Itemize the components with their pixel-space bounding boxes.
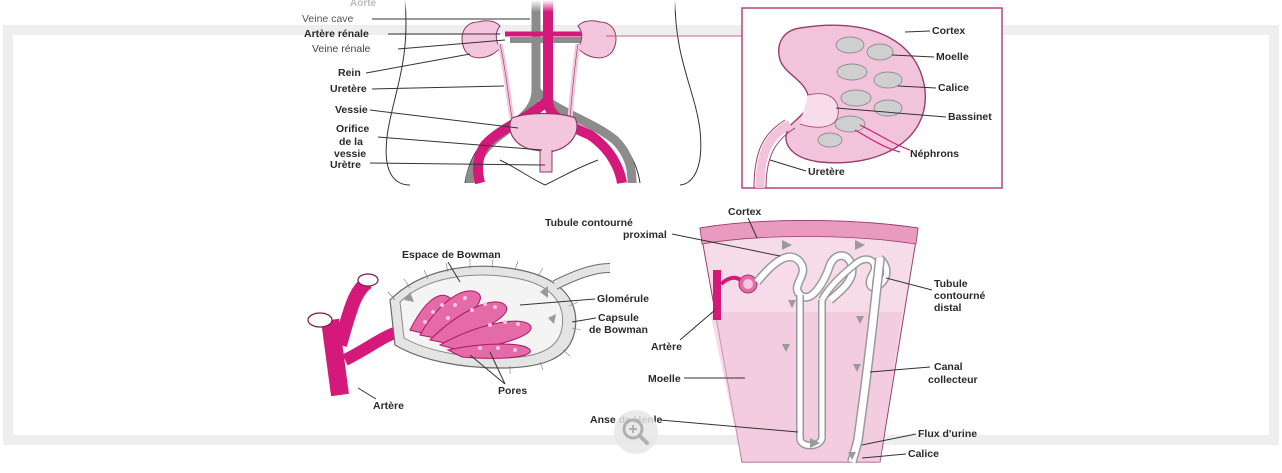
right-kidney xyxy=(578,21,616,58)
label-uretere: Uretère xyxy=(330,83,367,95)
left-kidney xyxy=(462,21,500,58)
kidney-section-panel: Cortex Moelle Calice Bassinet Néphrons U… xyxy=(742,8,1002,188)
upper-vessel xyxy=(340,282,368,345)
label-de-bowman: de Bowman xyxy=(589,324,648,336)
label-veine-renale: Veine rénale xyxy=(312,43,371,55)
zoom-button[interactable] xyxy=(614,410,658,454)
label-de-la: de la xyxy=(339,136,363,148)
bladder xyxy=(510,114,577,153)
leader-uretere xyxy=(372,86,504,89)
label-tubule-proximal-1: Tubule contourné xyxy=(545,217,633,229)
nephron-artery xyxy=(713,270,721,320)
label-cortex: Cortex xyxy=(932,25,965,37)
label-pores: Pores xyxy=(498,385,527,397)
label-orifice: Orifice xyxy=(336,123,369,135)
urethra xyxy=(540,150,552,172)
leader-uretre xyxy=(370,163,545,165)
label-uretre: Urètre xyxy=(330,159,361,171)
label-moelle-nephron: Moelle xyxy=(648,373,681,385)
label-flux-urine: Flux d'urine xyxy=(918,428,977,440)
label-artere-renale: Artère rénale xyxy=(304,28,369,40)
label-collecteur: collecteur xyxy=(928,374,978,386)
label-nephrons: Néphrons xyxy=(910,148,959,160)
label-canal: Canal xyxy=(934,361,963,373)
label-rein: Rein xyxy=(338,67,361,79)
label-moelle: Moelle xyxy=(936,51,969,63)
label-artere-glomerule: Artère xyxy=(373,400,404,412)
glomerulus-panel: Espace de Bowman Glomérule Capsule de Bo… xyxy=(308,249,649,412)
label-cortex-nephron: Cortex xyxy=(728,206,761,218)
leader-vessie xyxy=(370,110,518,128)
label-tubule-distal-1: Tubule xyxy=(934,278,968,290)
label-tubule-proximal-2: proximal xyxy=(623,229,667,241)
label-espace-bowman: Espace de Bowman xyxy=(402,249,501,261)
label-tubule-distal-3: distal xyxy=(934,302,962,314)
label-glomerule: Glomérule xyxy=(597,293,649,305)
label-capsule: Capsule xyxy=(598,312,639,324)
label-artere-nephron: Artère xyxy=(651,341,682,353)
leader-rein xyxy=(366,54,470,73)
label-veine-cave: Veine cave xyxy=(302,13,354,25)
label-calice-nephron: Calice xyxy=(908,448,939,460)
label-vessie: Vessie xyxy=(335,104,368,116)
label-bassinet: Bassinet xyxy=(948,111,992,123)
label-uretere-kidney: Uretère xyxy=(808,166,845,178)
label-tubule-distal-2: contourné xyxy=(934,290,985,302)
label-calice: Calice xyxy=(938,82,969,94)
label-aorte: Aorte xyxy=(350,0,377,9)
